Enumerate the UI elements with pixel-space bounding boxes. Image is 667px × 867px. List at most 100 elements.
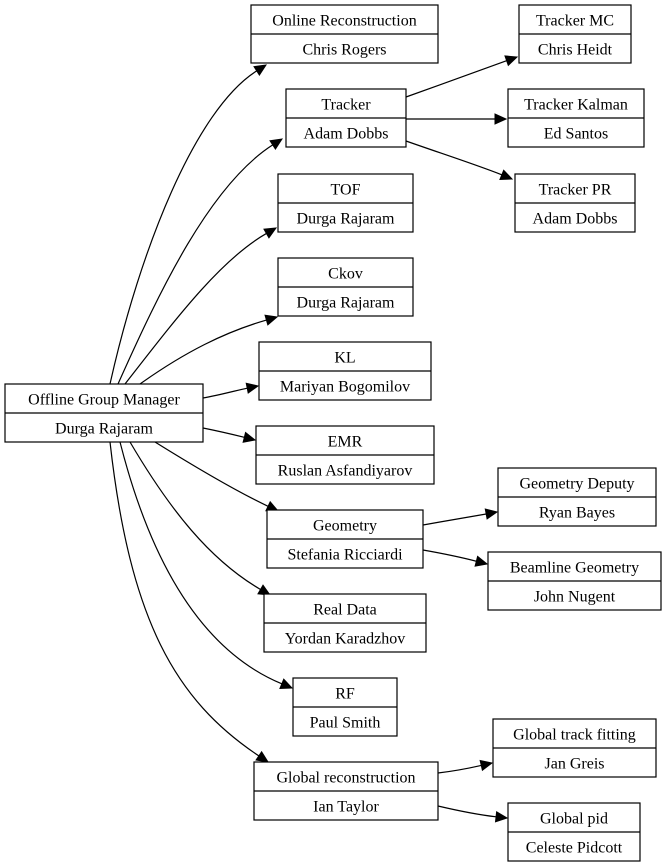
edge-tracker-to-trackerpr	[405, 140, 514, 181]
arrowhead-icon	[279, 678, 294, 689]
arrowhead-icon	[484, 508, 499, 520]
node-role-label: KL	[334, 350, 355, 367]
edge-line	[437, 805, 497, 818]
node-role-label: Geometry	[313, 518, 377, 535]
node-role-label: EMR	[328, 434, 363, 451]
arrowhead-icon	[253, 64, 268, 77]
node-role-label: Tracker Kalman	[524, 97, 628, 114]
arrowhead-icon	[269, 138, 284, 151]
node-role-label: Global track fitting	[513, 727, 636, 744]
edges-layer	[109, 55, 519, 823]
edge-line	[117, 144, 274, 385]
arrowhead-icon	[264, 314, 279, 326]
edge-line	[109, 70, 258, 385]
node-person-label: Paul Smith	[310, 715, 381, 732]
node-person-label: Adam Dobbs	[533, 211, 618, 228]
arrowhead-icon	[245, 382, 260, 394]
edge-manager-to-emr	[202, 427, 257, 443]
edge-manager-to-online	[109, 64, 268, 385]
node-person-label: Jan Greis	[545, 756, 605, 773]
node-person-label: Ian Taylor	[313, 799, 379, 816]
node-person-label: Ryan Bayes	[539, 505, 615, 522]
edge-line	[119, 441, 283, 685]
node-person-label: Durga Rajaram	[297, 211, 395, 228]
node-role-label: Tracker PR	[539, 182, 612, 199]
node-person-label: Durga Rajaram	[297, 295, 395, 312]
arrowhead-icon	[494, 113, 508, 125]
node-rf: RF Paul Smith	[292, 677, 398, 737]
node-person-label: Ruslan Asfandiyarov	[278, 463, 413, 480]
node-role-label: TOF	[331, 182, 361, 199]
node-person-label: Adam Dobbs	[304, 126, 389, 143]
node-role-label: RF	[335, 686, 355, 703]
arrowhead-icon	[499, 169, 514, 181]
node-role-label: Offline Group Manager	[28, 392, 180, 409]
edge-manager-to-tracker	[117, 138, 284, 385]
edge-line	[422, 549, 477, 562]
node-person-label: Mariyan Bogomilov	[280, 379, 410, 396]
edge-line	[437, 764, 482, 774]
edge-tracker-to-trackerkalman	[405, 113, 508, 125]
node-tof: TOF Durga Rajaram	[277, 173, 414, 233]
arrowhead-icon	[474, 555, 489, 567]
edge-manager-to-rf	[119, 441, 294, 689]
node-role-label: Geometry Deputy	[519, 476, 634, 493]
arrowhead-icon	[494, 810, 509, 823]
node-role-label: Ckov	[328, 266, 363, 283]
arrowhead-icon	[255, 750, 270, 763]
edge-line	[405, 60, 507, 98]
node-trackerkalman: Tracker Kalman Ed Santos	[507, 88, 645, 148]
node-trackerpr: Tracker PR Adam Dobbs	[514, 173, 636, 233]
node-emr: EMR Ruslan Asfandiyarov	[255, 425, 435, 485]
arrowhead-icon	[242, 431, 257, 443]
arrowhead-icon	[504, 55, 519, 67]
node-role-label: Tracker	[321, 97, 371, 114]
node-role-label: Tracker MC	[536, 13, 614, 30]
node-person-label: Durga Rajaram	[55, 421, 153, 438]
arrowhead-icon	[479, 759, 494, 772]
node-kl: KL Mariyan Bogomilov	[258, 341, 432, 401]
node-role-label: Global reconstruction	[276, 770, 415, 787]
edge-line	[154, 441, 269, 507]
node-role-label: Online Reconstruction	[272, 13, 416, 30]
node-person-label: Yordan Karadzhov	[285, 631, 406, 648]
edge-line	[139, 319, 267, 385]
edge-line	[202, 387, 248, 399]
arrowhead-icon	[263, 227, 278, 239]
edge-manager-to-tof	[124, 227, 278, 385]
node-role-label: Beamline Geometry	[510, 560, 639, 577]
edge-manager-to-kl	[202, 382, 260, 399]
node-person-label: Chris Rogers	[303, 42, 387, 59]
node-role-label: Global pid	[540, 811, 608, 828]
edge-tracker-to-trackermc	[405, 55, 519, 98]
edge-manager-to-globalrecon	[109, 441, 270, 763]
node-person-label: John Nugent	[534, 589, 616, 606]
edge-line	[124, 232, 267, 385]
edge-globalrecon-to-globaltrack	[437, 759, 494, 774]
edge-manager-to-ckov	[139, 314, 279, 385]
edge-line	[129, 441, 261, 590]
edge-manager-to-realdata	[129, 441, 272, 596]
node-role-label: Real Data	[313, 602, 377, 619]
node-person-label: Stefania Ricciardi	[287, 547, 403, 564]
edge-geometry-to-geodeputy	[422, 508, 499, 526]
edge-globalrecon-to-globalpid	[437, 805, 509, 823]
node-person-label: Ed Santos	[544, 126, 608, 143]
node-person-label: Celeste Pidcott	[526, 840, 623, 857]
edge-geometry-to-beamline	[422, 549, 489, 567]
edge-line	[422, 513, 487, 526]
